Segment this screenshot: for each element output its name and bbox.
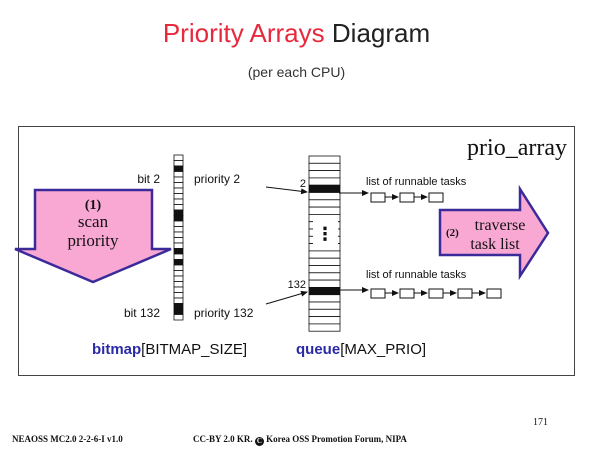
- slide-title: Priority Arrays Diagram: [0, 18, 593, 49]
- bitmap-bit-top-label: bit 2: [137, 172, 160, 186]
- queue-slot: [308, 162, 341, 172]
- queue-gap: [313, 216, 338, 248]
- queue-slot: [308, 177, 341, 186]
- bitmap-caption-name: bitmap: [92, 341, 141, 358]
- queue-slot: [308, 316, 341, 325]
- bitmap-cell: [173, 275, 184, 282]
- bitmap-cell: [173, 281, 184, 288]
- bitmap-caption-size: [BITMAP_SIZE]: [141, 341, 247, 358]
- panel-title: prio_array: [467, 135, 567, 161]
- queue-slot: [308, 294, 341, 303]
- queue-slot: [308, 301, 341, 310]
- queue-slot: [308, 279, 341, 288]
- task-node: [399, 288, 415, 299]
- task-node: [370, 288, 386, 299]
- step2-line1: traverse: [475, 217, 526, 234]
- bitmap-cell: [173, 171, 184, 178]
- copyright-icon: C: [254, 437, 264, 446]
- queue-slot: [308, 308, 341, 317]
- queue-slot: [308, 155, 341, 164]
- bitmap-cell: [173, 253, 184, 260]
- bitmap-cell: [173, 193, 184, 200]
- footer-center: CC-BY 2.0 KR. C Korea OSS Promotion Foru…: [193, 434, 407, 446]
- priority-top-label: priority 2: [194, 172, 240, 186]
- bitmap-cell-set: [173, 215, 184, 222]
- traverse-task-list-arrow: [438, 184, 550, 281]
- bitmap-cell-set: [173, 209, 184, 216]
- footer-license: CC-BY 2.0 KR.: [193, 434, 253, 444]
- queue-slot: [308, 250, 341, 259]
- bitmap-cell-set: [173, 248, 184, 255]
- bitmap-cell: [173, 198, 184, 205]
- bitmap-cell-set: [173, 303, 184, 310]
- queue-index-top: 2: [300, 178, 306, 190]
- bitmap-cell-set: [173, 308, 184, 315]
- queue-slot: [308, 265, 341, 274]
- footer-left: NEAOSS MC2.0 2-2-6-I v1.0: [12, 434, 123, 444]
- list-label-bottom: list of runnable tasks: [366, 269, 467, 281]
- priority-bottom-connector: [265, 290, 308, 305]
- bitmap-cell: [173, 270, 184, 277]
- queue-caption-name: queue: [296, 341, 340, 358]
- queue-slot: [308, 199, 341, 208]
- bitmap-cell: [173, 231, 184, 238]
- slide-subtitle: (per each CPU): [247, 64, 346, 80]
- task-node: [486, 288, 502, 299]
- bitmap-cell: [173, 242, 184, 249]
- queue-slot: [308, 170, 341, 179]
- bitmap-cell-set: [173, 259, 184, 266]
- bitmap-column: [173, 154, 184, 321]
- step1-line1: scan: [78, 212, 109, 231]
- priority-bottom-label: priority 132: [194, 306, 254, 320]
- queue-ellipsis: ⋮: [316, 224, 334, 244]
- bitmap-cell: [173, 314, 184, 321]
- bitmap-cell: [173, 160, 184, 167]
- queue-slot-active: [308, 286, 341, 296]
- task-node: [457, 288, 473, 299]
- bitmap-cell: [173, 264, 184, 271]
- title-part-black: Diagram: [331, 18, 431, 48]
- bitmap-cell: [173, 154, 184, 161]
- bitmap-caption: bitmap[BITMAP_SIZE]: [92, 341, 247, 358]
- queue-slot: [308, 257, 341, 266]
- bitmap-bit-bottom-label: bit 132: [124, 306, 160, 320]
- queue-slot: [308, 192, 341, 201]
- task-node: [370, 192, 386, 203]
- step2-line2: task list: [470, 236, 520, 253]
- bitmap-cell: [173, 292, 184, 299]
- bitmap-cell: [173, 237, 184, 244]
- queue-slot-active: [308, 184, 341, 193]
- queue-slot: [308, 206, 341, 215]
- bitmap-cell: [173, 286, 184, 293]
- title-part-red: Priority Arrays: [162, 18, 325, 48]
- step1-number: (1): [85, 198, 102, 213]
- task-node: [428, 192, 444, 203]
- page-number: 171: [533, 417, 548, 428]
- task-node: [399, 192, 415, 203]
- scan-priority-arrow: [14, 188, 172, 284]
- queue-caption-size: [MAX_PRIO]: [340, 341, 426, 358]
- bitmap-cell: [173, 204, 184, 211]
- bitmap-cell: [173, 182, 184, 189]
- bitmap-cell: [173, 176, 184, 183]
- queue-caption: queue[MAX_PRIO]: [296, 341, 426, 358]
- step2-number: (2): [446, 227, 459, 239]
- bitmap-cell-set: [173, 165, 184, 172]
- queue-slot: [308, 323, 341, 332]
- bitmap-cell: [173, 226, 184, 233]
- priority-top-connector: [265, 186, 308, 195]
- task-list-top: [339, 190, 444, 203]
- queue-index-bottom: 132: [288, 279, 306, 291]
- task-list-bottom: [339, 287, 502, 299]
- list-label-top: list of runnable tasks: [366, 176, 467, 188]
- queue-slot: [308, 272, 341, 281]
- footer-org: Korea OSS Promotion Forum, NIPA: [266, 434, 407, 444]
- bitmap-cell: [173, 187, 184, 194]
- task-node: [428, 288, 444, 299]
- bitmap-cell: [173, 220, 184, 227]
- step1-line2: priority: [68, 231, 119, 250]
- bitmap-cell: [173, 297, 184, 304]
